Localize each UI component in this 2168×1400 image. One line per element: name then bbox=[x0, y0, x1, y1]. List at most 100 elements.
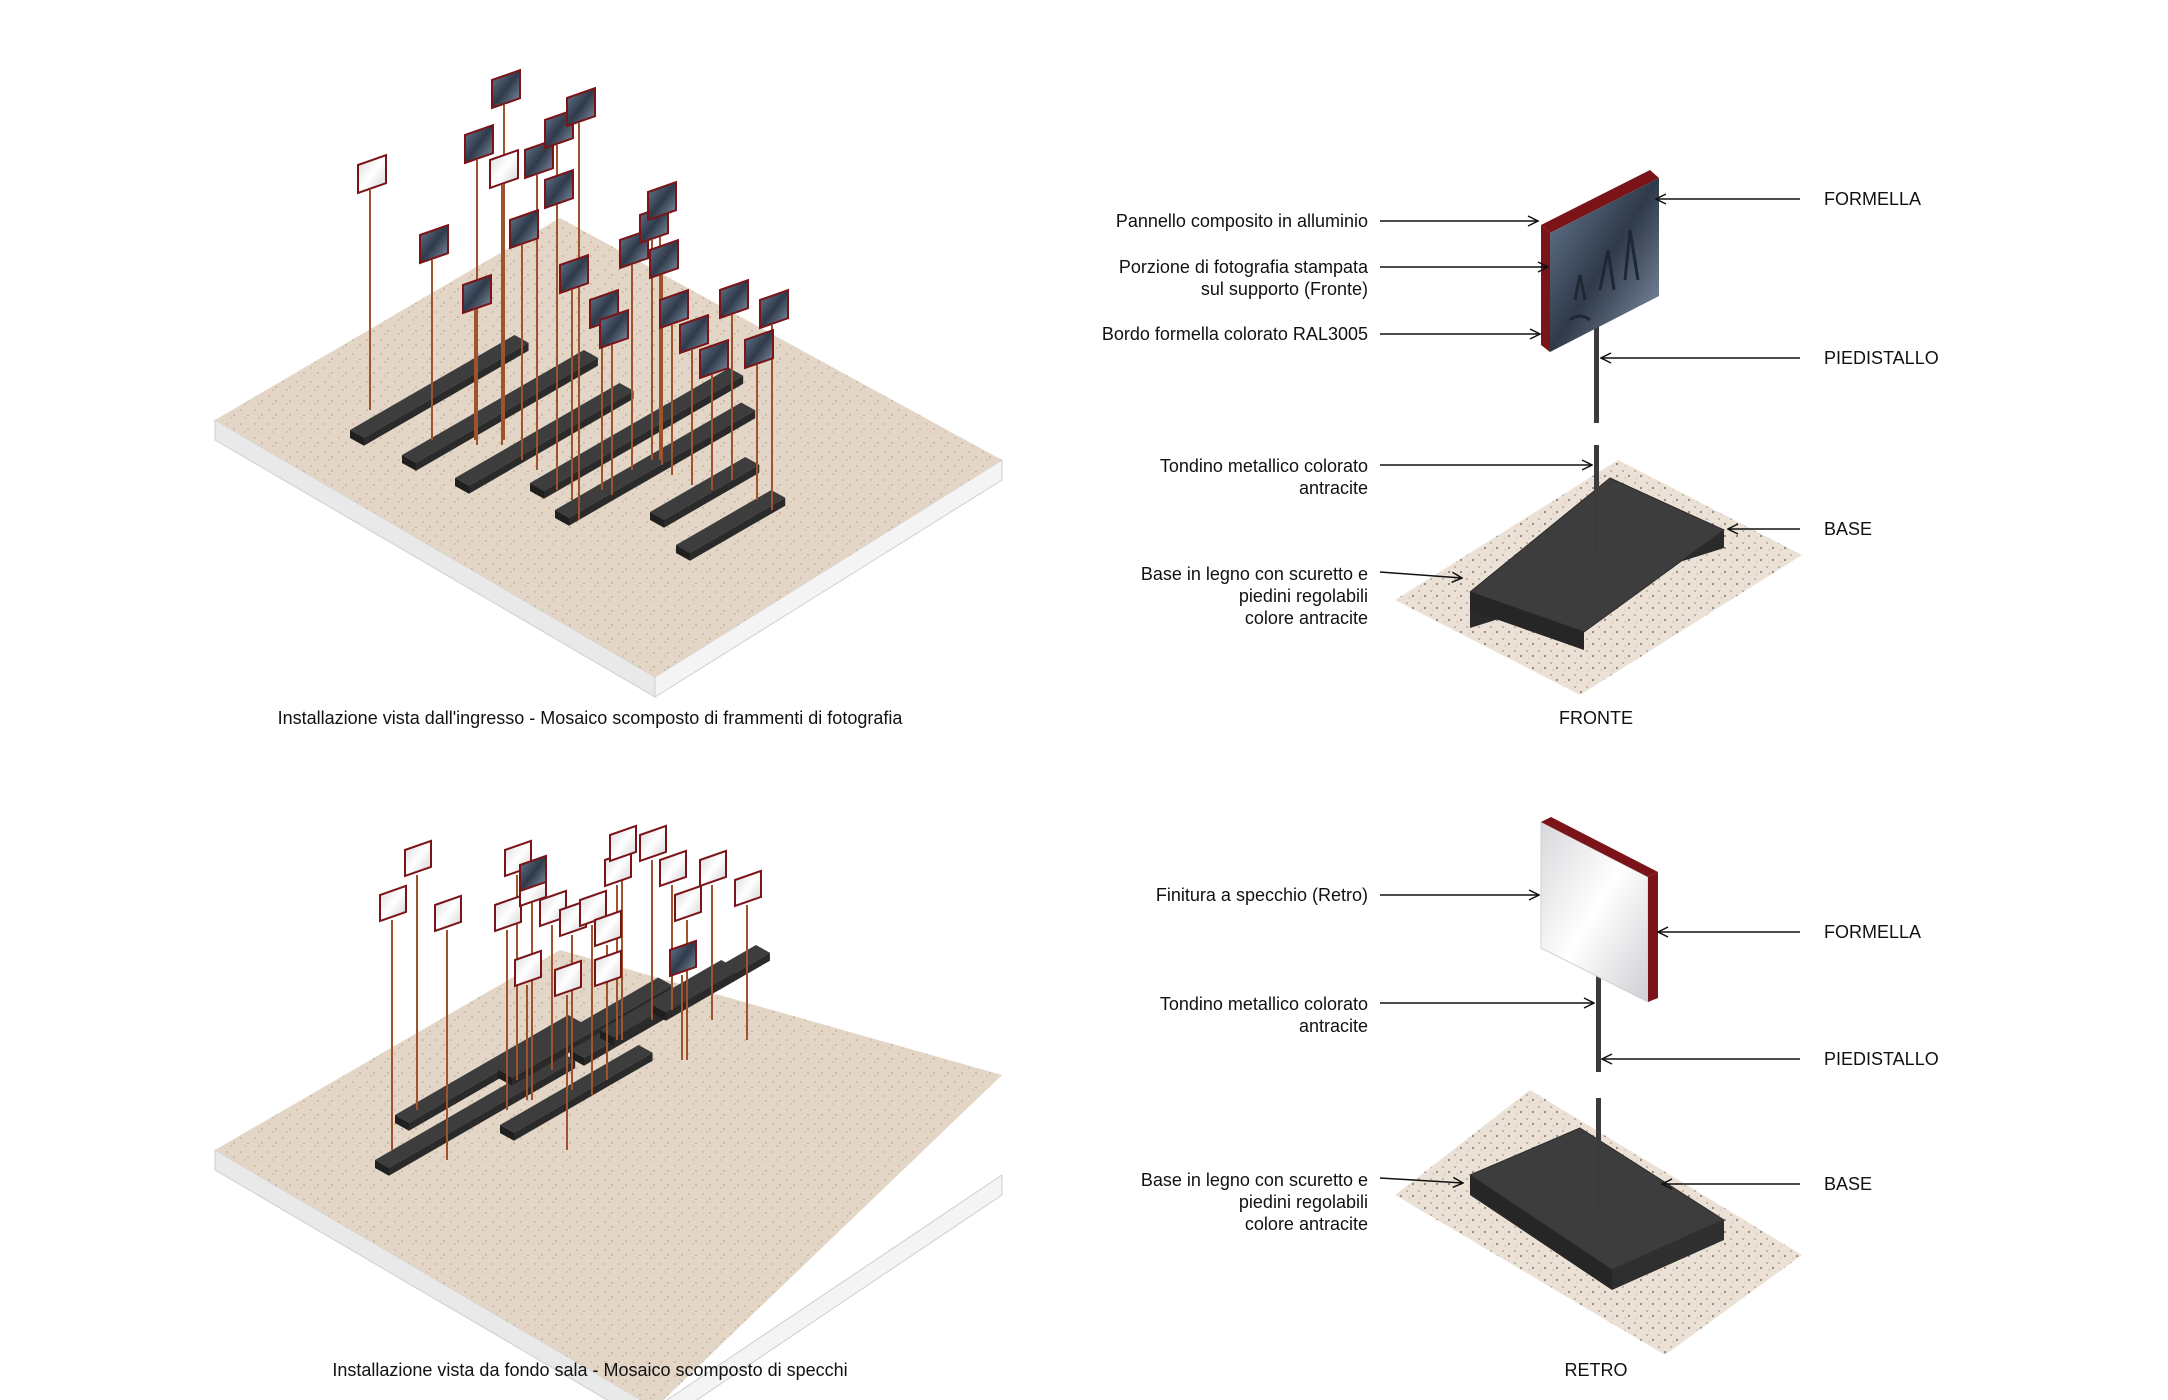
photo-panel bbox=[669, 939, 697, 978]
bench-base-side bbox=[666, 952, 770, 1021]
mirror-panel bbox=[674, 884, 702, 923]
label-porzione: Porzione di fotografia stampata sul supp… bbox=[1118, 257, 1368, 299]
photo-panel bbox=[464, 123, 494, 165]
bench-base-end bbox=[395, 1115, 409, 1131]
mirror-panel bbox=[734, 869, 762, 908]
bench-base bbox=[530, 368, 744, 491]
label-base-legno-retro: Base in legno con scuretto e piedini reg… bbox=[1140, 1170, 1368, 1234]
bench-base bbox=[402, 350, 598, 463]
bench-base bbox=[676, 490, 786, 553]
bench-base bbox=[498, 977, 673, 1078]
panel-edge-side bbox=[1648, 872, 1658, 1002]
rod bbox=[1594, 445, 1599, 552]
arrow-base-legno-retro bbox=[1379, 1178, 1463, 1183]
bench-base-side bbox=[416, 357, 598, 471]
bench-base-side bbox=[469, 390, 634, 494]
label-base-legno: Base in legno con scuretto e piedini reg… bbox=[1140, 564, 1368, 628]
label-piedistallo-retro: PIEDISTALLO bbox=[1824, 1049, 1939, 1069]
bench-base-end bbox=[498, 1070, 512, 1086]
photo-panel bbox=[559, 253, 589, 295]
label-piedistallo: PIEDISTALLO bbox=[1824, 348, 1939, 368]
bench-base-end bbox=[650, 512, 664, 528]
retro-detail bbox=[1395, 817, 1802, 1355]
label-base: BASE bbox=[1824, 519, 1873, 539]
fronte-detail bbox=[1395, 170, 1802, 695]
bench-base-side bbox=[364, 342, 529, 446]
label-tondino: Tondino metallico colorato antracite bbox=[1159, 456, 1368, 498]
bench-base-end bbox=[676, 545, 690, 561]
bench-base-end bbox=[530, 483, 544, 499]
mirror-panel bbox=[489, 148, 519, 190]
base-block-side bbox=[1612, 1220, 1724, 1290]
pedestal bbox=[1594, 320, 1599, 423]
caption-entrance-view: Installazione vista dall'ingresso - Mosa… bbox=[277, 708, 903, 728]
photo-panel bbox=[699, 338, 729, 380]
bench-base-side bbox=[690, 497, 786, 561]
base-block-front bbox=[1470, 592, 1584, 650]
caption-back-view: Installazione vista da fondo sala - Mosa… bbox=[332, 1360, 848, 1380]
bench-base-side bbox=[514, 1052, 653, 1141]
arrow-base-legno bbox=[1379, 571, 1462, 578]
photo-panel bbox=[544, 168, 574, 210]
rod bbox=[1596, 1098, 1601, 1206]
bench-base bbox=[375, 1052, 576, 1168]
mirror-panel bbox=[379, 884, 407, 923]
photo-figures bbox=[1569, 229, 1640, 322]
bench-base-end bbox=[652, 1005, 666, 1021]
mirror-panel bbox=[434, 894, 462, 933]
photo-panel bbox=[744, 328, 774, 370]
photo-panel bbox=[519, 854, 547, 893]
base-block-front bbox=[1470, 1175, 1612, 1290]
mirror-panel bbox=[494, 894, 522, 933]
panel-edge-side bbox=[1541, 225, 1550, 352]
bench-base-end bbox=[570, 1050, 584, 1066]
floor-top bbox=[215, 950, 1002, 1400]
photo-panel bbox=[491, 68, 521, 110]
photo-panel bbox=[462, 273, 492, 315]
bench-base bbox=[555, 402, 756, 518]
bench-base-end bbox=[500, 1125, 514, 1141]
bench-base bbox=[395, 1015, 583, 1123]
photo-panel bbox=[679, 313, 709, 355]
photo-panel bbox=[524, 138, 554, 180]
mirror-panel bbox=[594, 909, 622, 948]
photo-panel bbox=[599, 308, 629, 350]
mirror-panel bbox=[404, 839, 432, 878]
label-finitura: Finitura a specchio (Retro) bbox=[1155, 885, 1368, 905]
bench-base-side bbox=[664, 464, 760, 528]
mirror-panel bbox=[594, 949, 622, 988]
bench-base-end bbox=[455, 478, 469, 494]
leader-lines bbox=[1379, 199, 1800, 1184]
photo-panel bbox=[659, 288, 689, 330]
mirror-panel bbox=[609, 824, 637, 863]
bench-base-end bbox=[350, 430, 364, 446]
title-fronte: FRONTE bbox=[1559, 708, 1633, 728]
mirror-panel bbox=[659, 849, 687, 888]
photo-panel bbox=[759, 288, 789, 330]
label-bordo: Bordo formella colorato RAL3005 bbox=[1101, 324, 1368, 344]
panel-edge-top bbox=[1541, 817, 1658, 877]
bench-base-side bbox=[544, 375, 744, 499]
bench-base-end bbox=[402, 455, 416, 471]
mirror-panel bbox=[699, 849, 727, 888]
mirror-panel bbox=[639, 824, 667, 863]
label-formella: FORMELLA bbox=[1824, 189, 1922, 209]
title-retro: RETRO bbox=[1564, 1360, 1628, 1380]
photo-panel bbox=[509, 208, 539, 250]
label-base-retro: BASE bbox=[1824, 1174, 1873, 1194]
photo-panel bbox=[647, 180, 677, 222]
mirror-panel bbox=[554, 959, 582, 998]
bench-base-end bbox=[375, 1160, 389, 1176]
bench-base-side bbox=[389, 1060, 576, 1176]
pedestal bbox=[1596, 970, 1601, 1072]
mirror-panel bbox=[514, 949, 542, 988]
bench-base bbox=[350, 335, 529, 438]
label-tondino-retro: Tondino metallico colorato antracite bbox=[1159, 994, 1368, 1036]
bench-base-end bbox=[555, 510, 569, 526]
installation-entrance-view bbox=[214, 68, 1003, 698]
panel-edge bbox=[1541, 170, 1659, 233]
bench-base bbox=[500, 1045, 653, 1133]
label-formella-retro: FORMELLA bbox=[1824, 922, 1922, 942]
floor-side-right bbox=[666, 1174, 1003, 1400]
